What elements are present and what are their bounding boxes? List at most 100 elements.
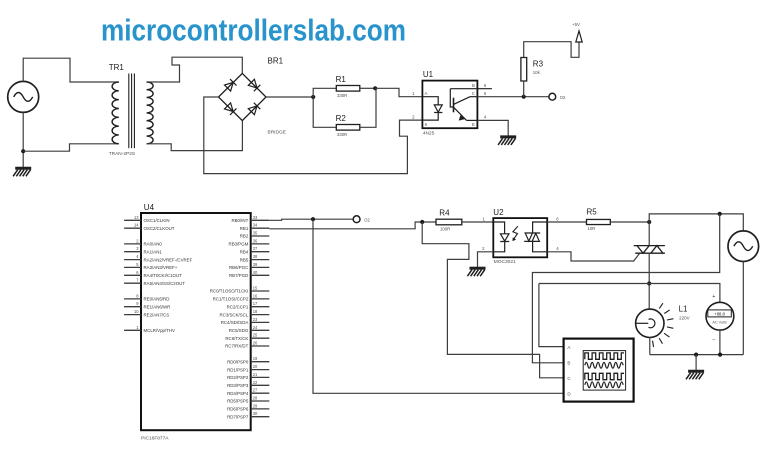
svg-text:BRIDGE: BRIDGE xyxy=(268,130,286,136)
svg-text:C: C xyxy=(472,91,475,96)
svg-text:8: 8 xyxy=(136,293,139,298)
svg-text:40: 40 xyxy=(253,270,258,275)
svg-text:RD2/PSP2: RD2/PSP2 xyxy=(227,375,249,380)
svg-text:4N25: 4N25 xyxy=(423,130,435,136)
svg-text:MCLR/Vpp/THV: MCLR/Vpp/THV xyxy=(144,328,176,333)
svg-text:RB4: RB4 xyxy=(240,249,249,254)
svg-text:RD6/PSP6: RD6/PSP6 xyxy=(227,407,249,412)
svg-text:28: 28 xyxy=(253,396,258,401)
svg-text:9: 9 xyxy=(136,301,139,306)
svg-text:L1: L1 xyxy=(679,305,688,314)
svg-text:TR1: TR1 xyxy=(109,63,125,72)
svg-text:330R: 330R xyxy=(337,132,347,137)
svg-text:15: 15 xyxy=(253,286,258,291)
svg-text:RA4/T0CKI/C1OUT: RA4/T0CKI/C1OUT xyxy=(144,273,183,278)
svg-text:C: C xyxy=(567,376,571,381)
svg-text:5: 5 xyxy=(136,262,139,267)
svg-text:18: 18 xyxy=(253,309,258,314)
svg-text:OSC2/CLKOUT: OSC2/CLKOUT xyxy=(144,226,175,231)
svg-text:RB7/PGD: RB7/PGD xyxy=(229,273,248,278)
svg-text:RB5: RB5 xyxy=(240,257,249,262)
svg-text:24: 24 xyxy=(253,325,258,330)
svg-text:RA5/AN4/SS/C2OUT: RA5/AN4/SS/C2OUT xyxy=(144,281,186,286)
svg-text:RC2/CCP1: RC2/CCP1 xyxy=(227,304,249,309)
svg-text:17: 17 xyxy=(253,301,258,306)
svg-text:2: 2 xyxy=(412,114,415,119)
svg-text:29: 29 xyxy=(253,403,258,408)
svg-text:RB0/INT: RB0/INT xyxy=(231,218,248,223)
svg-text:21: 21 xyxy=(253,372,258,377)
svg-text:36: 36 xyxy=(253,238,258,243)
svg-text:RD4/PSP4: RD4/PSP4 xyxy=(227,391,249,396)
svg-text:22: 22 xyxy=(253,380,258,385)
svg-text:38: 38 xyxy=(253,254,258,259)
svg-text:RC5/SDO: RC5/SDO xyxy=(229,328,249,333)
svg-text:RA2/AN2/VREF-/CVREF: RA2/AN2/VREF-/CVREF xyxy=(144,257,193,262)
svg-text:RD3/PSP3: RD3/PSP3 xyxy=(227,383,249,388)
svg-text:7: 7 xyxy=(136,278,139,283)
svg-text:330R: 330R xyxy=(337,93,347,98)
svg-text:2: 2 xyxy=(136,238,139,243)
svg-text:R2: R2 xyxy=(336,114,347,123)
svg-text:10: 10 xyxy=(134,309,139,314)
svg-text:20: 20 xyxy=(253,364,258,369)
svg-text:30: 30 xyxy=(253,411,258,416)
svg-text:O2: O2 xyxy=(364,217,370,222)
svg-text:27: 27 xyxy=(253,388,258,393)
svg-text:25: 25 xyxy=(253,333,258,338)
svg-text:AC Volts: AC Volts xyxy=(712,320,727,324)
svg-text:RC3/SCK/SCL: RC3/SCK/SCL xyxy=(220,312,249,317)
svg-text:U1: U1 xyxy=(423,70,434,79)
svg-text:37: 37 xyxy=(253,246,258,251)
svg-text:26: 26 xyxy=(253,341,258,346)
svg-text:34: 34 xyxy=(253,223,258,228)
svg-text:6: 6 xyxy=(136,270,139,275)
svg-text:RB3/PGM: RB3/PGM xyxy=(229,242,249,247)
svg-text:R3: R3 xyxy=(533,60,544,69)
svg-text:R4: R4 xyxy=(439,208,450,217)
svg-text:35: 35 xyxy=(253,231,258,236)
svg-text:RA0/AN0: RA0/AN0 xyxy=(144,242,163,247)
svg-text:BR1: BR1 xyxy=(268,56,284,65)
svg-text:14: 14 xyxy=(134,223,139,228)
svg-text:RC1/T1OSI/CCP2: RC1/T1OSI/CCP2 xyxy=(213,297,249,302)
svg-text:19: 19 xyxy=(253,356,258,361)
svg-text:3: 3 xyxy=(136,246,139,251)
svg-text:+5V: +5V xyxy=(572,22,580,27)
svg-text:B: B xyxy=(472,83,475,88)
svg-text:RD7/PSP7: RD7/PSP7 xyxy=(227,414,249,419)
svg-text:OSC1/CLKIN: OSC1/CLKIN xyxy=(144,218,170,223)
svg-text:+: + xyxy=(712,294,715,300)
svg-text:220V: 220V xyxy=(679,316,690,321)
svg-text:+88.8: +88.8 xyxy=(714,311,725,316)
svg-text:microcontrollerslab.com: microcontrollerslab.com xyxy=(101,13,406,48)
svg-text:1: 1 xyxy=(136,325,139,330)
svg-text:TRAN-2P2S: TRAN-2P2S xyxy=(109,151,135,157)
svg-text:1: 1 xyxy=(412,91,415,96)
svg-text:13: 13 xyxy=(134,215,139,220)
svg-text:B: B xyxy=(567,361,570,366)
svg-text:4: 4 xyxy=(136,254,139,259)
svg-text:MOC3021: MOC3021 xyxy=(494,259,516,265)
svg-text:100R: 100R xyxy=(440,227,450,232)
svg-text:39: 39 xyxy=(253,262,258,267)
svg-text:2: 2 xyxy=(482,246,485,251)
svg-text:RB6/PGC: RB6/PGC xyxy=(229,265,248,270)
svg-text:RC7/RX/DT: RC7/RX/DT xyxy=(225,344,248,349)
svg-text:RD0/PSP0: RD0/PSP0 xyxy=(227,359,249,364)
svg-text:RC0/T1OSO/T1CKI: RC0/T1OSO/T1CKI xyxy=(210,289,249,294)
svg-text:4: 4 xyxy=(556,246,559,251)
svg-text:16: 16 xyxy=(253,293,258,298)
svg-text:K: K xyxy=(425,122,428,127)
svg-text:10k: 10k xyxy=(533,70,541,75)
svg-text:PIC16F877A: PIC16F877A xyxy=(141,436,169,442)
svg-text:RB2: RB2 xyxy=(240,234,249,239)
svg-text:RD5/PSP5: RD5/PSP5 xyxy=(227,399,249,404)
svg-text:A: A xyxy=(425,91,428,96)
svg-text:10R: 10R xyxy=(588,226,596,231)
svg-text:RE0/AN5/RD: RE0/AN5/RD xyxy=(144,297,170,302)
svg-text:23: 23 xyxy=(253,317,258,322)
svg-text:O2: O2 xyxy=(560,95,566,100)
svg-text:6: 6 xyxy=(556,217,559,222)
svg-text:U4: U4 xyxy=(144,203,155,212)
